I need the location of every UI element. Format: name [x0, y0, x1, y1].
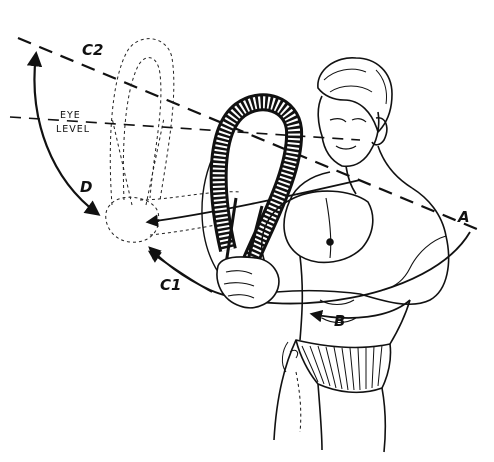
- c2-reference-line: [17, 36, 485, 234]
- legs: [273, 339, 387, 453]
- arrow-b: [309, 299, 411, 323]
- label-a: A: [457, 208, 470, 226]
- spring-bar: [209, 93, 304, 269]
- ghost-hands-position: [105, 191, 241, 243]
- hair: [317, 57, 393, 133]
- arrow-d: [26, 50, 101, 216]
- label-c1: C1: [160, 276, 181, 294]
- chest: [283, 190, 374, 264]
- arrow-c2: [145, 179, 361, 227]
- label-c2: C2: [82, 41, 103, 59]
- hands: [216, 256, 280, 309]
- label-b: B: [334, 312, 345, 330]
- torso: [299, 255, 411, 345]
- label-d: D: [80, 178, 92, 196]
- arrow-c1: [147, 250, 213, 293]
- face: [317, 95, 380, 168]
- artist-signature: [281, 341, 299, 373]
- ghost-top-position: [109, 38, 175, 206]
- athlete-figure: [216, 57, 450, 453]
- label-level: LEVEL: [56, 124, 90, 135]
- label-eye: EYE: [60, 110, 81, 121]
